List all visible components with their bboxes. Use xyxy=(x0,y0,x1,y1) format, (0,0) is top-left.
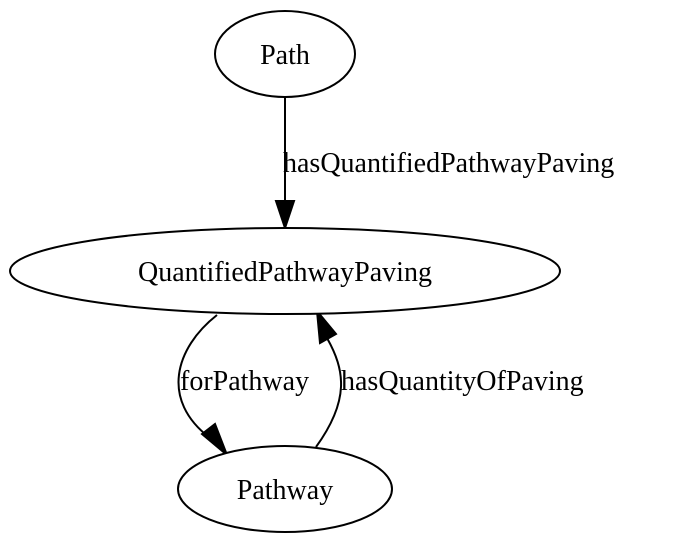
edge-has-quantified-pathway-paving: hasQuantifiedPathwayPaving xyxy=(274,96,614,232)
node-path-label: Path xyxy=(260,40,310,71)
node-quantified-pathway-paving-shape xyxy=(9,227,561,315)
edge-for-pathway-arrowhead xyxy=(200,422,228,456)
node-path-shape xyxy=(214,10,356,98)
edge-has-quantity-of-paving-arrowhead xyxy=(315,307,338,345)
node-pathway[interactable]: Pathway xyxy=(177,445,393,533)
edge-has-quantified-pathway-paving-label: hasQuantifiedPathwayPaving xyxy=(283,148,614,179)
edge-for-pathway: forPathway xyxy=(177,314,309,456)
edge-for-pathway-line xyxy=(177,314,218,439)
node-quantified-pathway-paving[interactable]: QuantifiedPathwayPaving xyxy=(9,227,561,315)
edge-has-quantity-of-paving-line xyxy=(315,337,342,448)
node-path[interactable]: Path xyxy=(214,10,356,98)
edge-has-quantified-pathway-paving-arrowhead xyxy=(274,200,296,232)
edge-has-quantity-of-paving-label: hasQuantityOfPaving xyxy=(341,366,584,397)
node-pathway-shape xyxy=(177,445,393,533)
edge-for-pathway-label: forPathway xyxy=(180,366,309,397)
node-pathway-label: Pathway xyxy=(237,475,333,506)
node-quantified-pathway-paving-label: QuantifiedPathwayPaving xyxy=(138,257,432,288)
edge-has-quantity-of-paving: hasQuantityOfPaving xyxy=(315,307,584,448)
